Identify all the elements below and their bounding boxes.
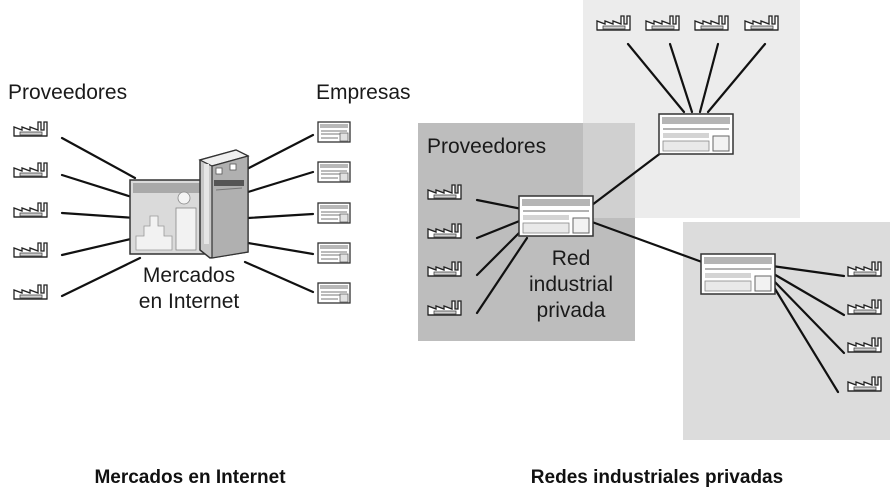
factory-icon bbox=[13, 284, 48, 300]
browser-window-icon bbox=[129, 179, 209, 255]
hub-window-icon bbox=[518, 195, 594, 237]
server-icon bbox=[198, 149, 250, 259]
network-label-line1: Red bbox=[552, 247, 591, 270]
left-caption: Mercados en Internet bbox=[94, 467, 286, 488]
left-diagram: Proveedores Empresas Mercados en Interne… bbox=[8, 81, 411, 313]
left-companies-label: Empresas bbox=[316, 81, 411, 104]
network-label-line2: industrial bbox=[529, 273, 613, 296]
factory-icon bbox=[13, 242, 48, 258]
left-company-links bbox=[243, 133, 315, 294]
right-diagram: Proveedores Red industrial privada bbox=[418, 0, 890, 440]
document-icon bbox=[317, 161, 351, 183]
hub-label-line2: en Internet bbox=[139, 290, 240, 313]
left-supplier-links bbox=[60, 136, 142, 298]
factory-icon bbox=[13, 121, 48, 137]
private-supplier-links bbox=[475, 198, 529, 315]
private-suppliers-label: Proveedores bbox=[427, 135, 546, 158]
document-icon bbox=[317, 202, 351, 224]
top-cluster-links bbox=[626, 42, 767, 114]
document-icon bbox=[317, 282, 351, 304]
factory-icon bbox=[13, 202, 48, 218]
document-icon bbox=[317, 121, 351, 143]
hub-window-icon bbox=[700, 253, 776, 295]
document-icon bbox=[317, 242, 351, 264]
right-caption: Redes industriales privadas bbox=[531, 467, 783, 488]
right-cluster-links bbox=[770, 264, 846, 394]
left-suppliers-label: Proveedores bbox=[8, 81, 127, 104]
network-label-line3: privada bbox=[537, 299, 606, 322]
hub-window-icon bbox=[658, 113, 734, 155]
factory-icon bbox=[13, 162, 48, 178]
hub-label-line1: Mercados bbox=[143, 264, 235, 287]
